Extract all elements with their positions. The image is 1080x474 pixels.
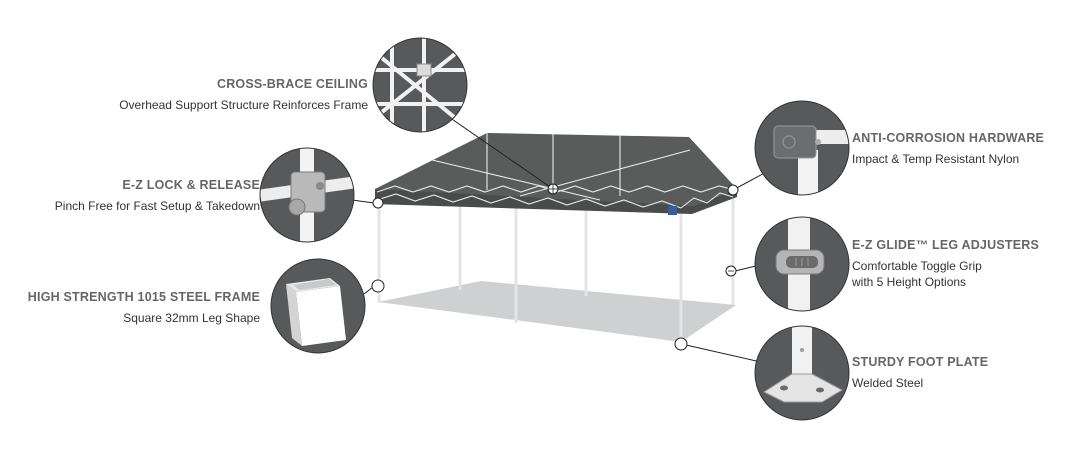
lock-release-detail-icon	[259, 147, 355, 243]
tent-legs	[377, 192, 735, 342]
callout-description: Impact & Temp Resistant Nylon	[852, 152, 1020, 166]
callout-markers	[371, 183, 739, 351]
callout-description-line2: with 5 Height Options	[852, 275, 967, 289]
brand-badge	[668, 206, 677, 215]
callout-title: STURDY FOOT PLATE	[852, 355, 989, 369]
foot-plate-detail-icon	[754, 325, 850, 421]
canopy-roof	[375, 133, 737, 206]
callout-title: ANTI-CORROSION HARDWARE	[852, 131, 1045, 145]
callout-steel-frame: HIGH STRENGTH 1015 STEEL FRAME Square 32…	[0, 290, 260, 326]
cross-brace-detail-icon	[372, 37, 468, 133]
corner-hardware-detail-icon	[754, 100, 850, 196]
callout-title: CROSS-BRACE CEILING	[216, 77, 368, 91]
floor-shadow	[378, 281, 736, 342]
callout-foot-plate: STURDY FOOT PLATE Welded Steel	[852, 355, 1072, 391]
callout-cross-brace: CROSS-BRACE CEILING Overhead Support Str…	[8, 77, 368, 113]
callout-description: Comfortable Toggle Grip with 5 Height Op…	[852, 258, 1072, 290]
callout-title: E-Z GLIDE™ LEG ADJUSTERS	[852, 238, 1039, 252]
leg-adjuster-detail-icon	[754, 216, 850, 312]
callout-description: Square 32mm Leg Shape	[123, 311, 260, 325]
steel-tube-detail-icon	[270, 258, 366, 354]
callout-lock-release: E-Z LOCK & RELEASE Pinch Free for Fast S…	[0, 178, 260, 214]
callout-title: HIGH STRENGTH 1015 STEEL FRAME	[27, 290, 260, 304]
callout-description: Welded Steel	[852, 376, 924, 390]
callout-description-line1: Comfortable Toggle Grip	[852, 259, 982, 273]
callout-anti-corrosion: ANTI-CORROSION HARDWARE Impact & Temp Re…	[852, 131, 1072, 167]
callout-leg-adjusters: E-Z GLIDE™ LEG ADJUSTERS Comfortable Tog…	[852, 238, 1072, 290]
callout-description: Pinch Free for Fast Setup & Takedown	[54, 199, 260, 213]
callout-title: E-Z LOCK & RELEASE	[122, 178, 260, 192]
callout-description: Overhead Support Structure Reinforces Fr…	[119, 98, 368, 112]
